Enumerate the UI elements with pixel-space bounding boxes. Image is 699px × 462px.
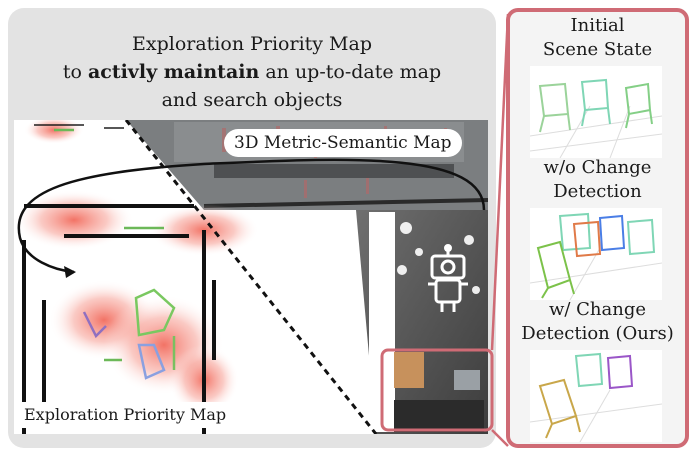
map-area: [14, 120, 488, 434]
exploration-priority-map: [14, 120, 376, 434]
title-line-2-suffix: an up-to-date map: [259, 61, 442, 83]
caption-initial-line1: Initial: [570, 15, 625, 36]
scene-thumbnail-initial: [529, 66, 663, 159]
exploration-priority-map-label: Exploration Priority Map: [18, 402, 233, 428]
caption-without-change-line2: Detection: [553, 181, 642, 202]
robot-icon: [428, 244, 468, 312]
scene-thumbnail-without-change: [529, 208, 663, 301]
chairs-illustration-with-change: [529, 352, 663, 443]
title-line-2-bold: activly maintain: [87, 61, 260, 83]
scene-thumbnail-with-change: [529, 350, 663, 443]
caption-with-change-line1: w/ Change: [548, 299, 647, 320]
figure-title: Exploration Priority Map to activly main…: [8, 30, 496, 114]
caption-without-change: w/o Change Detection: [506, 156, 689, 204]
caption-without-change-line1: w/o Change: [543, 157, 652, 178]
caption-with-change: w/ Change Detection (Ours): [506, 298, 689, 346]
title-line-1: Exploration Priority Map: [132, 33, 372, 55]
chairs-illustration-initial: [529, 78, 663, 159]
title-line-3: and search objects: [161, 89, 343, 111]
caption-initial-line2: Scene State: [542, 39, 653, 60]
curved-arrow-icon: [17, 158, 486, 278]
title-line-2-prefix: to: [62, 61, 88, 83]
caption-initial: Initial Scene State: [506, 14, 689, 62]
caption-with-change-line2: Detection (Ours): [521, 323, 674, 344]
divider-line: [124, 120, 378, 434]
metric-semantic-map-label: 3D Metric-Semantic Map: [224, 129, 462, 157]
chairs-illustration-without-change: [529, 212, 663, 301]
title-line-2: to activly maintain an up-to-date map: [8, 58, 496, 86]
map-illustration: [14, 120, 488, 434]
